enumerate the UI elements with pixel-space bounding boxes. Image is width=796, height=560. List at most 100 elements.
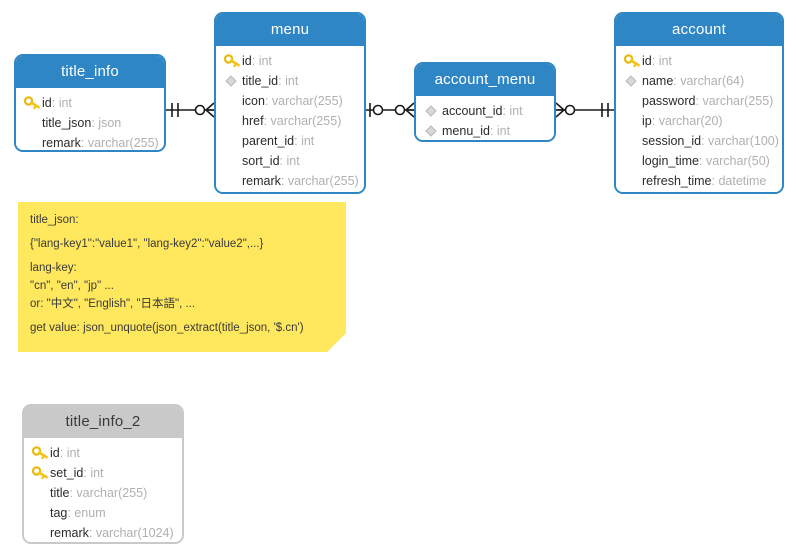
field-row[interactable]: remark: varchar(255) (16, 133, 164, 150)
field-type: : int (251, 54, 272, 68)
field-row[interactable]: parent_id: int (216, 131, 364, 151)
field-row[interactable]: password: varchar(255) (616, 91, 782, 111)
note-line: get value: json_unquote(json_extract(tit… (30, 322, 304, 334)
field-name: login_time (642, 154, 699, 168)
diamond-icon (224, 74, 241, 88)
field-name: tag (50, 506, 68, 520)
field-name: ip (642, 114, 652, 128)
field-type: : enum (67, 506, 106, 520)
field-row[interactable]: remark: varchar(255) (216, 171, 364, 191)
field-type: : varchar(255) (264, 94, 343, 108)
field-name: id (242, 54, 252, 68)
key-icon (31, 466, 49, 480)
field-name: icon (242, 94, 265, 108)
field-type: : int (83, 466, 104, 480)
note-line: or: "中文", "English", "日本語", ... (30, 298, 196, 310)
entity-title-title_info_2: title_info_2 (24, 406, 182, 438)
field-type: : int (279, 154, 300, 168)
key-icon (31, 446, 49, 460)
field-name: password (642, 94, 696, 108)
field-type: : int (51, 96, 72, 110)
field-name: sort_id (242, 154, 280, 168)
field-name: set_id (50, 466, 84, 480)
field-name: remark (242, 174, 281, 188)
key-icon (223, 54, 241, 68)
field-row[interactable]: tag: enum (24, 503, 182, 523)
field-type: : int (489, 124, 511, 138)
field-type: : varchar(255) (263, 114, 342, 128)
field-row[interactable]: id: int (24, 443, 182, 463)
field-name: remark (42, 136, 81, 150)
entity-title_info[interactable]: title_info id: int title_json: json rema… (14, 54, 166, 152)
field-type: : int (502, 104, 523, 118)
field-row[interactable]: refresh_time: datetime (616, 171, 782, 191)
diamond-icon (624, 74, 641, 88)
field-row[interactable]: ip: varchar(20) (616, 111, 782, 131)
field-type: : varchar(64) (673, 74, 745, 88)
entity-account[interactable]: account id: int name: varchar(64) passwo… (614, 12, 784, 194)
entity-menu[interactable]: menu id: int title_id: int icon: varchar… (214, 12, 366, 194)
field-row[interactable]: id: int (16, 93, 164, 113)
field-name: menu_id (442, 124, 490, 138)
diamond-icon (424, 124, 441, 138)
field-type: : varchar(255) (280, 174, 359, 188)
field-row[interactable]: title: varchar(255) (24, 483, 182, 503)
note-line: lang-key: (30, 262, 77, 274)
field-name: account_id (442, 104, 503, 118)
field-type: : json (91, 116, 122, 130)
field-type: : varchar(50) (698, 154, 770, 168)
entity-fields-account: id: int name: varchar(64) password: varc… (616, 46, 782, 192)
field-name: remark (50, 526, 89, 540)
key-icon (23, 96, 41, 110)
note-title-json[interactable]: title_json: {"lang-key1":"value1", "lang… (18, 202, 346, 352)
diamond-icon (424, 104, 441, 118)
field-type: : int (294, 134, 315, 148)
field-name: id (50, 446, 60, 460)
field-row[interactable]: title_json: json (16, 113, 164, 133)
field-row[interactable]: remark: varchar(1024) (24, 523, 182, 542)
field-row[interactable]: href: varchar(255) (216, 111, 364, 131)
field-row[interactable]: menu_id: int (416, 121, 554, 140)
note-line: "cn", "en", "jp" ... (30, 280, 114, 292)
field-row[interactable]: sort_id: int (216, 151, 364, 171)
field-row[interactable]: set_id: int (24, 463, 182, 483)
field-type: : varchar(255) (80, 136, 159, 150)
field-name: name (642, 74, 674, 88)
entity-fields-title_info: id: int title_json: json remark: varchar… (16, 88, 164, 150)
entity-title_info_2[interactable]: title_info_2 id: int set_id: int title: … (22, 404, 184, 544)
field-type: : varchar(1024) (88, 526, 174, 540)
field-name: id (42, 96, 52, 110)
field-name: href (242, 114, 264, 128)
field-type: : int (278, 74, 299, 88)
field-type: : varchar(255) (695, 94, 774, 108)
note-content: title_json: {"lang-key1":"value1", "lang… (18, 202, 346, 335)
entity-fields-account_menu: account_id: int menu_id: int (416, 96, 554, 140)
field-row[interactable]: account_id: int (416, 101, 554, 121)
field-name: refresh_time (642, 174, 712, 188)
field-type: : int (59, 446, 80, 460)
field-type: : varchar(255) (69, 486, 148, 500)
field-row[interactable]: id: int (616, 51, 782, 71)
field-name: title (50, 486, 70, 500)
field-row[interactable]: title_id: int (216, 71, 364, 91)
field-type: : int (651, 54, 672, 68)
field-row[interactable]: session_id: varchar(100) (616, 131, 782, 151)
entity-title-account_menu: account_menu (416, 64, 554, 96)
key-icon (623, 54, 641, 68)
field-name: title_json (42, 116, 92, 130)
field-name: parent_id (242, 134, 295, 148)
entity-account_menu[interactable]: account_menu account_id: int menu_id: in… (414, 62, 556, 142)
field-row[interactable]: icon: varchar(255) (216, 91, 364, 111)
field-row[interactable]: login_time: varchar(50) (616, 151, 782, 171)
note-fold-corner (327, 333, 346, 352)
field-row[interactable]: name: varchar(64) (616, 71, 782, 91)
field-name: title_id (242, 74, 279, 88)
entity-title-menu: menu (216, 14, 364, 46)
field-row[interactable]: id: int (216, 51, 364, 71)
field-name: id (642, 54, 652, 68)
field-type: : varchar(100) (701, 134, 779, 148)
note-line: title_json: (30, 214, 79, 226)
entity-fields-menu: id: int title_id: int icon: varchar(255)… (216, 46, 364, 192)
